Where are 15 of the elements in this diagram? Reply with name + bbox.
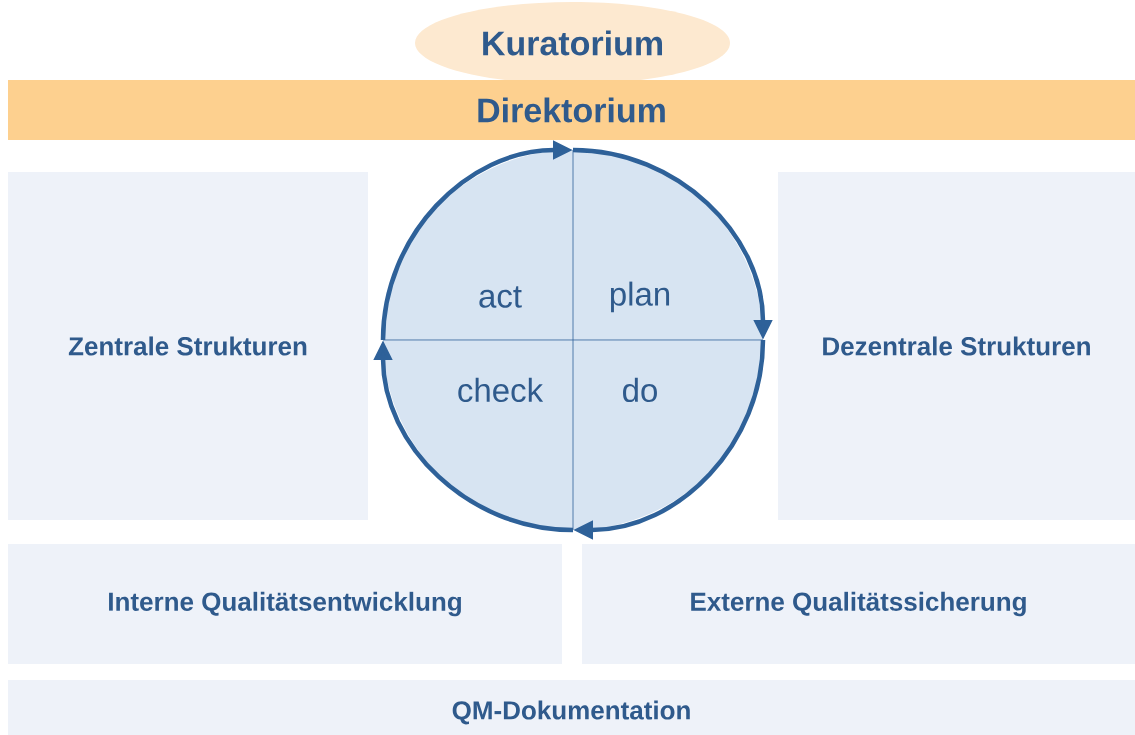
circle-quadrant: check [383,340,573,530]
area-box: Externe Qualitätssicherung [582,544,1135,664]
circle-quadrant: do [573,340,763,530]
node-label: plan [610,281,670,313]
area-box: Dezentrale Strukturen [778,172,1135,520]
circle-quadrant: plan [573,150,763,340]
area-box: Interne Qualitätsentwicklung [8,544,562,664]
area-box: Zentrale Strukturen [8,172,368,520]
node-label: check [458,377,544,403]
oval-box: Kuratorium [415,2,730,84]
node-label: do [623,377,657,403]
area-box: QM-Dokumentation [8,680,1135,735]
circle-quadrant: act [383,150,573,340]
node-label: act [479,286,522,308]
banner-box: Direktorium [8,80,1135,140]
